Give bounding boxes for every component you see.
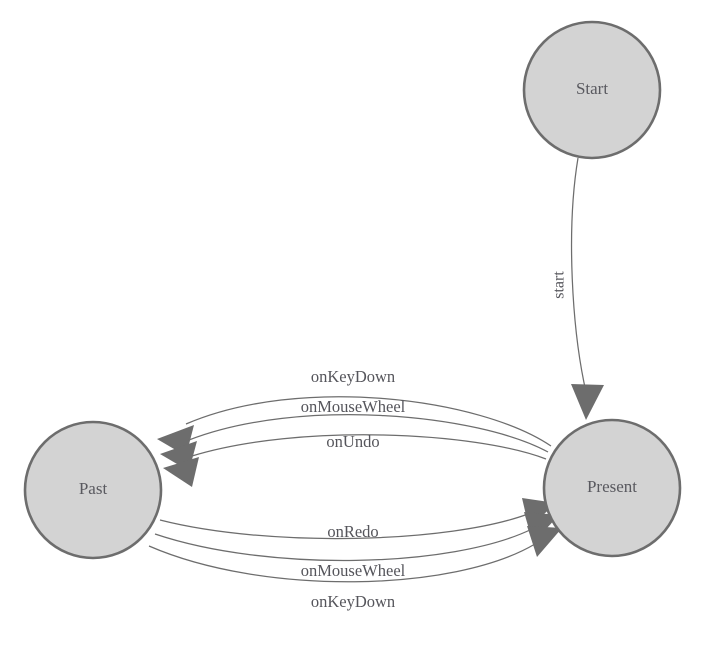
edge-label-past-present-2: onMouseWheel: [301, 561, 406, 580]
edge-label-present-past-1: onKeyDown: [311, 367, 395, 386]
edge-path-present-past-2: [188, 414, 549, 453]
arrowhead-past-present-3: [527, 526, 562, 557]
node-start-circle[interactable]: [522, 20, 662, 160]
edge-present-to-past-3[interactable]: [163, 434, 547, 487]
edge-label-start: start: [551, 271, 568, 299]
nodes-layer: Start Past Present: [23, 20, 682, 560]
edge-path-start: [570, 157, 587, 393]
node-past-circle[interactable]: [23, 420, 163, 560]
edges-layer: [148, 157, 604, 583]
edge-path-past-present-1: [159, 513, 529, 540]
node-start[interactable]: Start: [522, 20, 662, 160]
node-start-label: Start: [576, 79, 608, 98]
edge-path-present-past-3: [191, 434, 547, 460]
node-past[interactable]: Past: [23, 420, 163, 560]
node-present-label: Present: [587, 477, 637, 496]
node-past-label: Past: [79, 479, 108, 498]
edge-label-present-past-2: onMouseWheel: [301, 397, 406, 416]
edge-start-to-present[interactable]: [570, 157, 604, 420]
edge-path-present-past-1: [185, 396, 552, 447]
edge-label-present-past-3: onUndo: [326, 432, 379, 451]
edge-labels-layer: start onKeyDown onMouseWheel onUndo onRe…: [301, 271, 568, 611]
edge-label-past-present-3: onKeyDown: [311, 592, 395, 611]
node-present-circle[interactable]: [542, 418, 682, 558]
arrowhead-start: [571, 384, 604, 420]
edge-past-to-present-3[interactable]: [148, 526, 562, 583]
arrowhead-present-past-3: [163, 457, 199, 487]
node-present[interactable]: Present: [542, 418, 682, 558]
edge-label-past-present-1: onRedo: [327, 522, 378, 541]
edge-path-past-present-3: [148, 543, 536, 583]
edge-path-past-present-2: [154, 528, 533, 562]
